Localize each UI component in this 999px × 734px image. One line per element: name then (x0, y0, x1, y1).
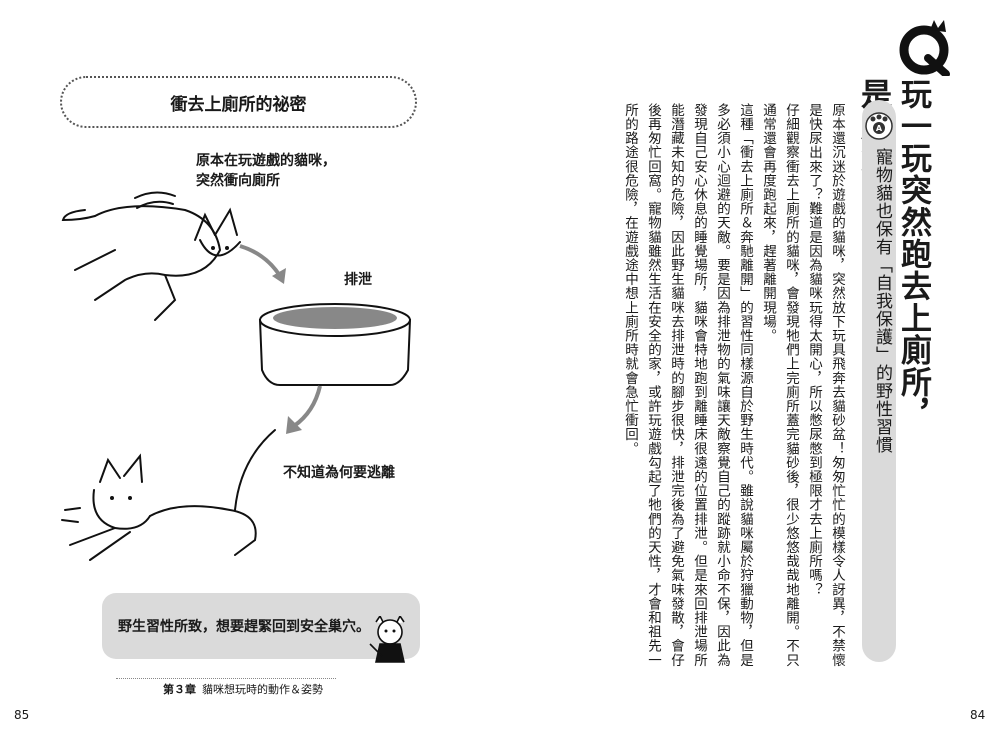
question-title: 玩一玩突然跑去上廁所，是尿急嗎？ (855, 78, 931, 430)
arrow-down-right (239, 244, 286, 284)
answer-pill (862, 100, 896, 662)
a-letter: A (876, 124, 883, 133)
chapter-title: 貓咪想玩時的動作＆姿勢 (202, 683, 323, 696)
label-line: 原本在玩遊戲的貓咪， (196, 153, 336, 169)
label-line: 突然衝向廁所 (196, 173, 280, 189)
chapter-number: 第３章 (163, 683, 196, 696)
professor-cat-icon (369, 616, 405, 663)
illustration-title: 衝去上廁所的祕密 (60, 76, 417, 128)
body-column: 所的路途很危險，在遊戲途中想上廁所時就會急忙衝回。 (622, 103, 638, 456)
litter-box-illustration (258, 303, 412, 386)
chapter-footer: 第３章貓咪想玩時的動作＆姿勢 (163, 681, 323, 697)
paw-icon: A (865, 112, 893, 140)
body-column: 這種「衝去上廁所＆奔馳離開」的習性同樣源自於野生時代。雖說貓咪屬於狩獵動物，但是… (737, 103, 753, 667)
body-column: 多必須小心迴避的天敵。要是因為排泄物的氣味讓天敵察覺自己的蹤跡就小命不保，因此為… (714, 103, 730, 667)
conclusion-box: 野生習性所致，想要趕緊回到安全巢穴。 (102, 593, 420, 659)
chapter-divider (116, 678, 336, 679)
page-number-left: 85 (14, 708, 30, 722)
page-number-right: 84 (970, 708, 986, 722)
body-column: 後再匆忙回窩。寵物貓雖然生活在安全的家，或許玩遊戲勾起了牠們的天性，才會和祖先一… (645, 103, 661, 667)
body-column: 發現自己安心休息的睡覺場所，貓咪會特地跑到離睡床很遠的位置排泄。但是來回排泄場所… (691, 103, 707, 667)
answer-subtitle: 寵物貓也保有「自我保護」的野性習慣 (872, 148, 892, 454)
fleeing-cat-illustration (61, 429, 276, 561)
body-column: 通常還會再度跑起來，趕著離開現場。 (760, 103, 776, 343)
arrow-down-left (286, 385, 322, 434)
label-escape: 不知道為何要逃離 (283, 465, 395, 481)
body-column: 原本還沉迷於遊戲的貓咪，突然放下玩具飛奔去貓砂盆！匆匆忙忙的模樣令人訝異，不禁懷… (829, 103, 845, 667)
label-playing-cat: 原本在玩遊戲的貓咪， 突然衝向廁所 (196, 151, 336, 191)
conclusion-text: 野生習性所致，想要趕緊回到安全巢穴。 (118, 619, 370, 635)
q-cat-logo (899, 20, 950, 76)
body-column: 能潛藏未知的危險，因此野生貓咪去排泄時的腳步很快，排泄完後為了避免氣味發散，會仔… (668, 103, 684, 667)
label-excrete: 排泄 (344, 272, 372, 288)
running-cat-illustration (61, 191, 241, 321)
body-column: 仔細觀察衝去上廁所的貓咪，會發現牠們上完廁所蓋完貓砂後，很少悠悠哉哉地離開。不只… (783, 103, 799, 667)
body-column: 是快尿出來了？難道是因為貓咪玩得太開心，所以憋尿憋到極限才去上廁所嗎？ (806, 103, 822, 597)
